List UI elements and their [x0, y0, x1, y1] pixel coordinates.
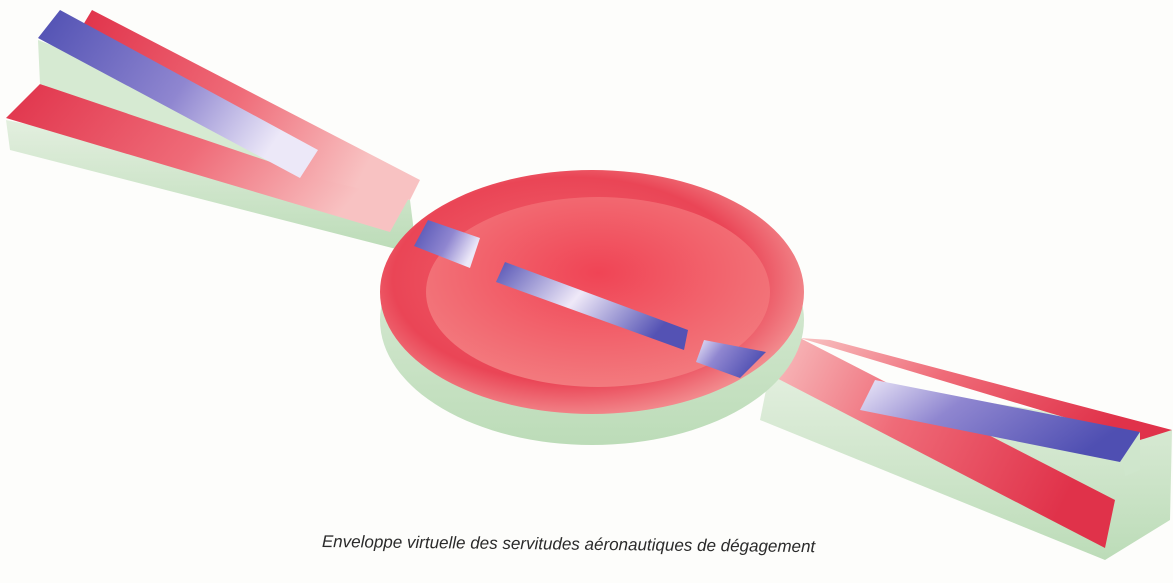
conical-horizontal-surface: [380, 170, 804, 445]
right-approach-arm: [760, 338, 1172, 560]
left-approach-arm: [6, 10, 420, 250]
